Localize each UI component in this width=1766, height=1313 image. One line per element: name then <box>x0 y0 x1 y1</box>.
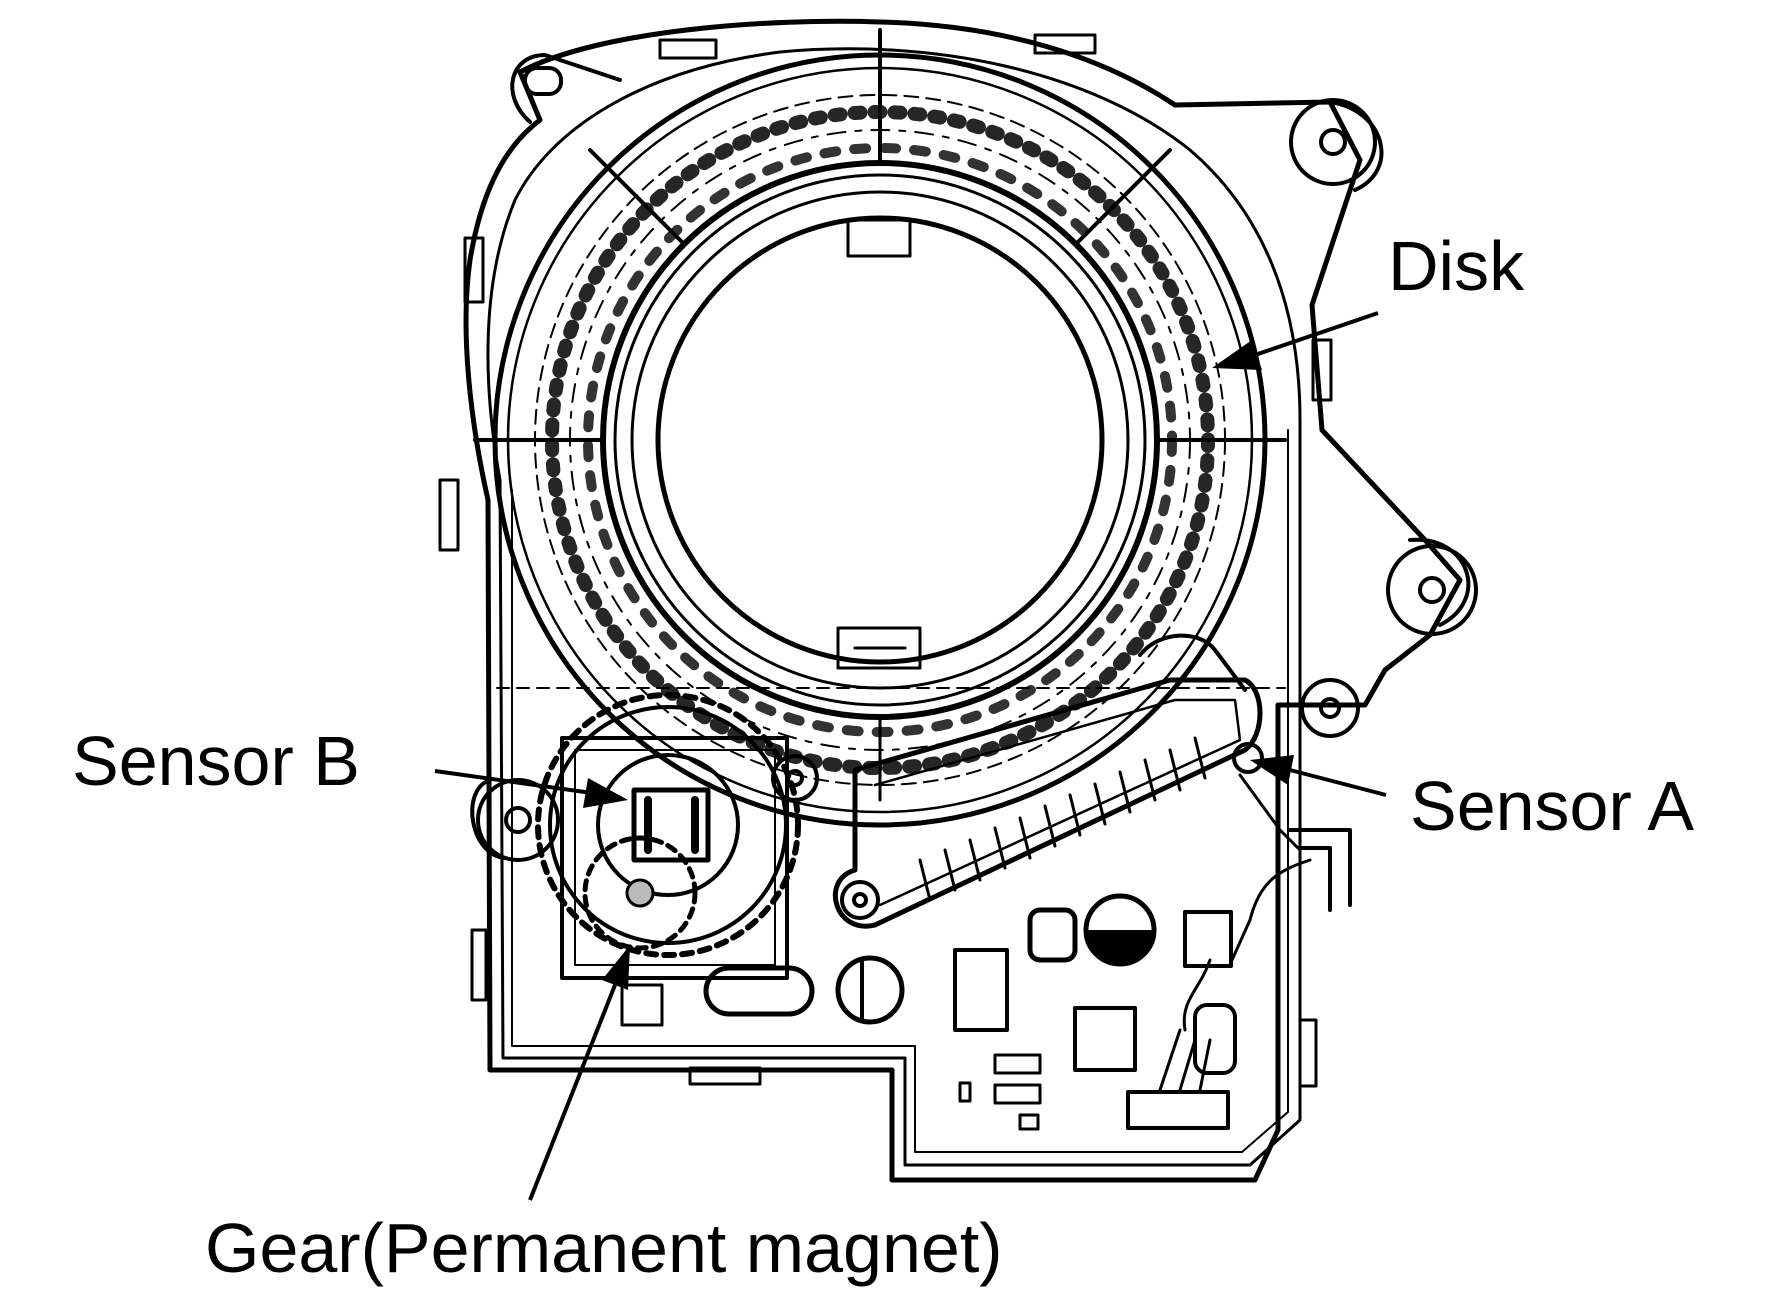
hub-tab-top <box>846 218 912 258</box>
sensor-a-carrier <box>832 677 1263 929</box>
capacitor-right-fill <box>1088 930 1152 962</box>
capacitor-left <box>835 955 905 1025</box>
sensor-a-pivot-inner <box>852 892 868 908</box>
disk-spoke-upper-left <box>588 148 685 245</box>
clip-right-1 <box>1311 338 1333 402</box>
right-connector-bracket <box>1288 828 1352 912</box>
sensor-b-arrowhead <box>583 778 628 808</box>
hub-ring-middle <box>613 173 1147 707</box>
resistor-3 <box>1018 1113 1040 1131</box>
hole-right-inner <box>1418 576 1446 604</box>
diode-small <box>958 1081 972 1103</box>
clip-bottom <box>688 1066 762 1086</box>
slot-upper-left <box>523 66 563 96</box>
sensor-b-module <box>560 736 789 980</box>
label-disk: Disk <box>1388 227 1525 305</box>
ear-upper-left <box>510 53 622 124</box>
label-sensor-a: Sensor A <box>1410 767 1694 845</box>
output-connector <box>1126 1090 1230 1130</box>
ic-chip-right <box>1183 910 1233 968</box>
hole-upper-right-inner <box>1319 128 1347 156</box>
sensor-b-chip <box>631 787 711 863</box>
hole-upper-right <box>1289 98 1377 186</box>
gear-arrow-line <box>528 984 617 1201</box>
sensor-b-arrow-line <box>434 769 593 795</box>
clip-left-2 <box>438 478 460 552</box>
hole-left <box>476 778 560 862</box>
connector-small <box>620 983 664 1027</box>
ear-upper-right <box>1178 100 1384 192</box>
idler-gear-inner <box>786 769 804 787</box>
clip-left-1 <box>463 236 485 304</box>
hole-right-lower <box>1300 678 1360 738</box>
capacitor-square <box>1027 907 1078 963</box>
resistor-2 <box>993 1083 1042 1105</box>
hole-left-inner <box>504 806 532 834</box>
large-gear-hub <box>596 753 740 897</box>
small-gear-magnet <box>582 835 698 951</box>
disk-arrowhead <box>1212 340 1262 370</box>
crystal-oscillator <box>703 965 815 1017</box>
sensor-a-fins <box>918 736 1207 902</box>
housing-outer-outline <box>463 18 1463 1183</box>
sensor-b-module-inner <box>574 749 776 966</box>
harness-wires <box>1158 773 1312 1092</box>
label-sensor-b: Sensor B <box>72 722 360 800</box>
sensor-a-pivot <box>840 880 880 920</box>
ic-chip <box>953 948 1009 1032</box>
hole-right <box>1386 544 1478 636</box>
capacitor-right <box>1083 893 1157 967</box>
hub-ring-inner <box>630 190 1130 690</box>
clip-left-3 <box>470 928 488 1002</box>
resistor-1 <box>993 1053 1042 1075</box>
label-gear: Gear(Permanent magnet) <box>205 1209 1003 1287</box>
clip-top-1 <box>658 38 718 60</box>
sensor-a-lead <box>1138 633 1247 692</box>
clip-top-2 <box>1033 33 1097 55</box>
disk-hub-outer <box>602 162 1158 718</box>
hub-bore <box>655 215 1105 665</box>
disk-arrow-line <box>1254 311 1379 357</box>
sensor-a-element <box>1232 742 1264 774</box>
regulator <box>1073 1006 1137 1072</box>
callout-arrows <box>434 311 1387 1201</box>
gear-arrowhead <box>602 945 630 990</box>
large-gear-body <box>548 705 788 945</box>
ear-right <box>1408 537 1471 627</box>
sensor-a-arrow-line <box>1289 768 1387 797</box>
idler-gear <box>771 754 819 802</box>
sensor-a-arrowhead <box>1250 755 1294 785</box>
sensor-a-carrier-inner <box>873 698 1242 907</box>
housing-inner-outline <box>486 47 1302 1167</box>
housing <box>438 18 1478 1183</box>
large-gear <box>535 692 801 958</box>
disk <box>473 28 1287 828</box>
small-gear-magnet-center <box>625 878 655 908</box>
hub-tab-bottom <box>836 626 922 670</box>
circuit-board <box>496 633 1352 1131</box>
housing-inner-outline-2 <box>511 429 1289 1153</box>
hole-right-lower-inner <box>1319 697 1341 719</box>
clip-right-2 <box>1298 1018 1318 1088</box>
coil <box>1193 1003 1237 1075</box>
disk-spoke-upper-right <box>1075 148 1172 245</box>
